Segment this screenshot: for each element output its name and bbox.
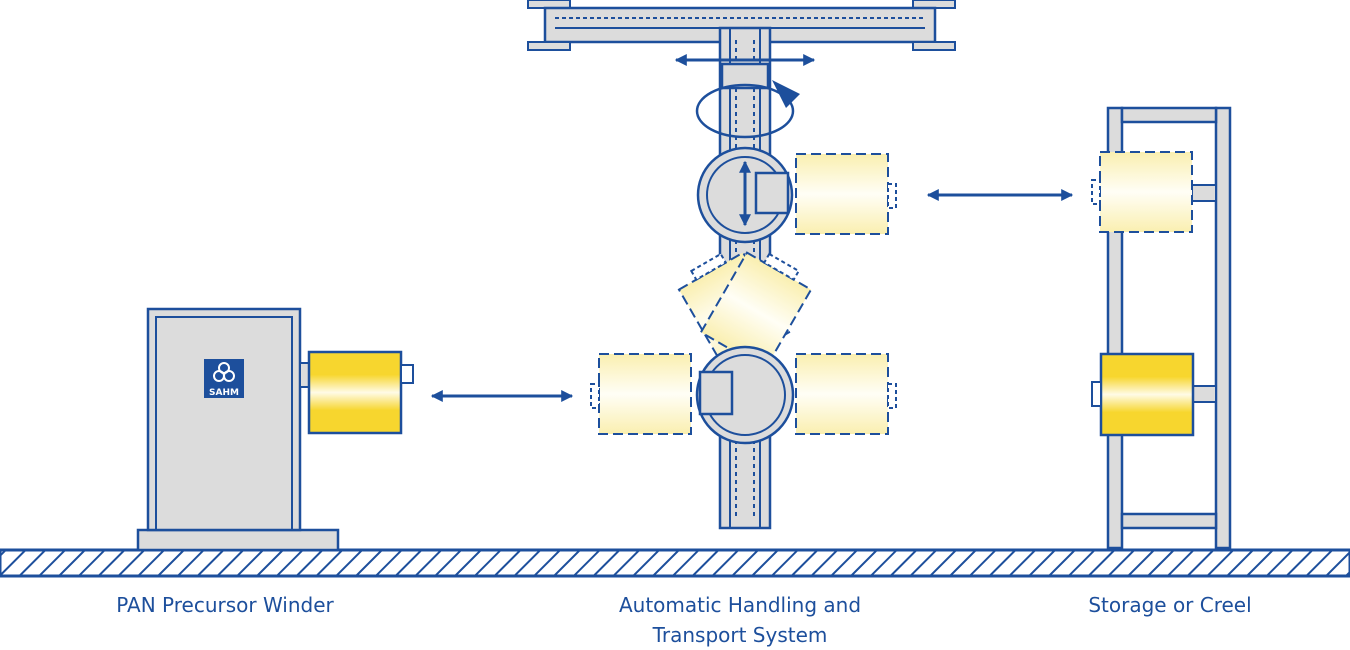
rail-carriage [674, 54, 816, 139]
creel-bobbin-empty [1099, 151, 1193, 233]
pan-precursor-winder: SAHM [136, 307, 414, 552]
floor [0, 548, 1350, 578]
rotation-ellipse [695, 83, 795, 139]
caption-storage: Storage or Creel [1040, 590, 1300, 620]
rotation-arrow-icon [772, 80, 800, 108]
lower-gripper-positions [590, 251, 897, 445]
upper-gripper-bobbin [795, 153, 889, 235]
storage-creel [1091, 106, 1232, 550]
caption-handling-line2: Transport System [652, 623, 828, 647]
upper-gripper [696, 146, 897, 244]
winder-bobbin [307, 350, 403, 435]
caption-storage-text: Storage or Creel [1088, 593, 1252, 617]
sahm-logo: SAHM [204, 359, 244, 398]
caption-winder: PAN Precursor Winder [60, 590, 390, 620]
creel-bobbin-full [1099, 352, 1195, 437]
caption-handling: Automatic Handling and Transport System [560, 590, 920, 650]
caption-winder-text: PAN Precursor Winder [116, 593, 334, 617]
logo-text: SAHM [209, 388, 239, 398]
caption-handling-line1: Automatic Handling and [618, 593, 862, 617]
